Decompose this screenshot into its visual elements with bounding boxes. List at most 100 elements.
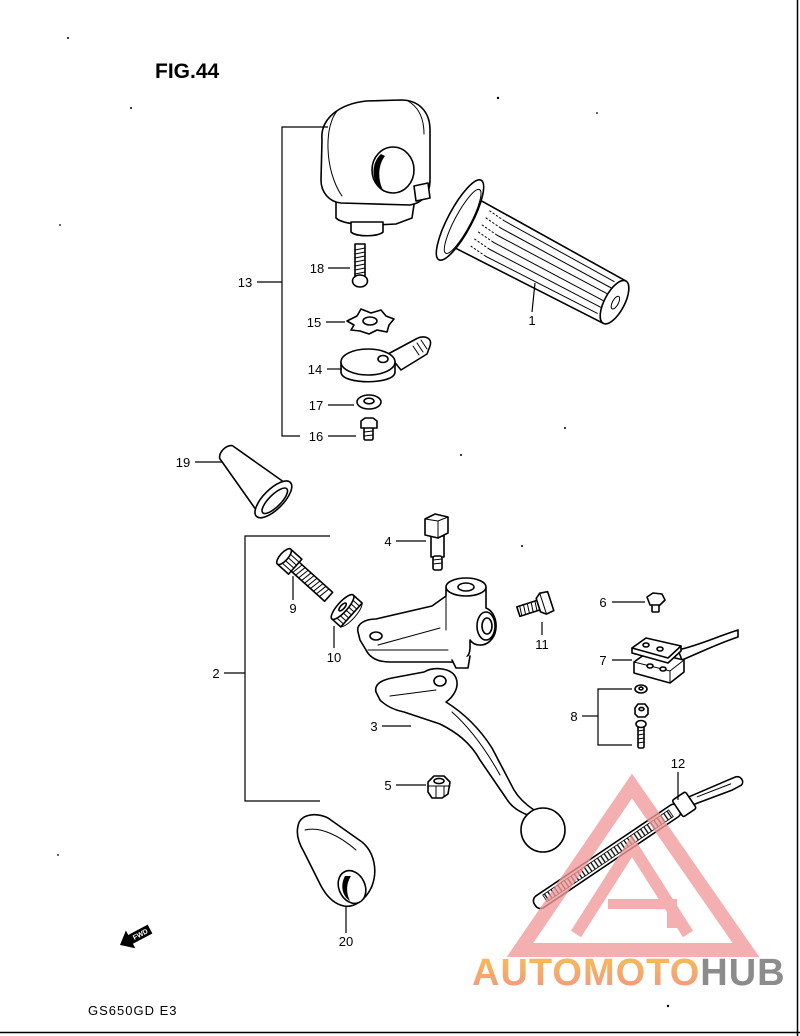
part-10-knurled-nut-drawing	[330, 593, 363, 628]
housing-side-tab	[413, 182, 431, 202]
grip-flange	[435, 179, 485, 261]
part-4-bolt-drawing	[424, 513, 449, 571]
bolt-threads	[363, 430, 374, 437]
part-8-hardware-drawing	[634, 684, 649, 749]
cover-opening-shadow	[342, 876, 351, 901]
bracket-clamp-hole	[457, 582, 475, 592]
part-14-guide-drawing	[340, 336, 432, 383]
leader-lines	[195, 126, 679, 933]
bolt-head	[360, 417, 378, 429]
small-screw-threads	[637, 729, 645, 744]
callout-7: 7	[599, 653, 606, 668]
small-screw-shaft	[637, 725, 645, 749]
nut-edges	[427, 785, 451, 799]
watermark-text-part1: AUTOMOTO	[472, 952, 700, 994]
callout-3: 3	[370, 719, 377, 734]
tie-tail	[686, 775, 744, 806]
lever-pivot-hole	[433, 675, 447, 687]
callout-18: 18	[310, 261, 324, 276]
adjuster-knurl	[279, 551, 300, 572]
speck	[57, 854, 59, 856]
watermark-text-part2: HUB	[700, 952, 785, 994]
part-19-boot-drawing	[218, 444, 293, 519]
callout-19: 19	[176, 455, 190, 470]
switch-hole	[659, 666, 667, 672]
speck	[67, 37, 69, 39]
bracket-8	[597, 688, 632, 746]
lever-bracket-drawing	[356, 577, 497, 669]
tie-tail-slot	[696, 783, 732, 798]
housing-edge-lines	[327, 100, 425, 197]
fwd-label: FWD	[132, 928, 149, 942]
washer-hole	[362, 316, 378, 326]
switch-cable	[677, 629, 739, 661]
screw-head	[646, 592, 666, 606]
guide-hole	[377, 354, 389, 364]
watermark-text: AUTOMOTOHUB	[472, 952, 786, 994]
lever-arm	[374, 667, 535, 817]
bracket-adjuster-hole	[369, 631, 383, 641]
callout-9: 9	[289, 601, 296, 616]
speck	[130, 107, 132, 109]
part-20-cover-drawing	[296, 813, 376, 908]
part-5-nut-drawing	[427, 775, 451, 799]
callout-8: 8	[570, 709, 577, 724]
watermark-triangle	[506, 773, 760, 957]
guide-arm	[387, 336, 432, 371]
switch-lower-edges	[633, 659, 685, 684]
small-screw-head	[635, 719, 647, 729]
callout-5: 5	[384, 778, 391, 793]
callout-4: 4	[384, 534, 391, 549]
callout-2: 2	[212, 666, 219, 681]
part-3-lever-drawing	[374, 667, 566, 853]
speck	[521, 545, 523, 547]
screw-head	[351, 274, 369, 288]
small-washer-hole	[638, 686, 644, 691]
bracket-edge-lines	[367, 595, 449, 651]
adjuster-shaft	[289, 560, 334, 603]
part-16-bolt-drawing	[360, 417, 378, 441]
speck	[596, 112, 598, 114]
speck	[59, 224, 61, 226]
washer-hole	[363, 397, 375, 405]
watermark-inner-g	[608, 899, 677, 928]
bolt-threads	[519, 600, 538, 617]
callout-14: 14	[308, 362, 322, 377]
speck	[496, 96, 500, 100]
grip-end-hole	[610, 295, 621, 310]
small-nut-hole	[638, 706, 645, 712]
part-1-grip-drawing	[435, 179, 630, 325]
adjuster-head-face	[275, 547, 293, 566]
figure-title: FIG.44	[155, 60, 220, 83]
part-6-screw-drawing	[646, 592, 666, 613]
speck	[666, 1004, 670, 1008]
fwd-arrow-shape	[120, 924, 153, 949]
bolt-hex-head	[424, 513, 449, 539]
housing-bore-shadow	[373, 154, 385, 192]
adjuster-threads	[292, 564, 330, 598]
bracket-bar-bore	[481, 617, 493, 635]
callout-1: 1	[528, 313, 535, 328]
grip-flange-inner	[443, 188, 482, 254]
part-11-bolt-drawing	[516, 590, 555, 618]
bolt-shank	[430, 535, 445, 558]
watermark-logo	[506, 773, 760, 957]
speck	[460, 454, 462, 456]
switch-hole	[646, 663, 654, 669]
callout-1-leader	[531, 282, 536, 313]
nut-knurl	[334, 597, 363, 628]
nut-hole	[338, 602, 348, 612]
callout-13: 13	[238, 275, 252, 290]
guide-arm-ribs	[412, 339, 428, 356]
housing-mount-stub	[350, 221, 384, 237]
part-13-housing-drawing	[320, 99, 431, 237]
bolt-head-edge	[539, 592, 547, 615]
bolt-hex-head	[535, 590, 555, 615]
grip-texture	[470, 210, 506, 257]
bolt-threads	[432, 558, 443, 565]
callout-17: 17	[309, 398, 323, 413]
switch-hole	[642, 642, 650, 648]
part-9-adjuster-drawing	[275, 547, 334, 603]
